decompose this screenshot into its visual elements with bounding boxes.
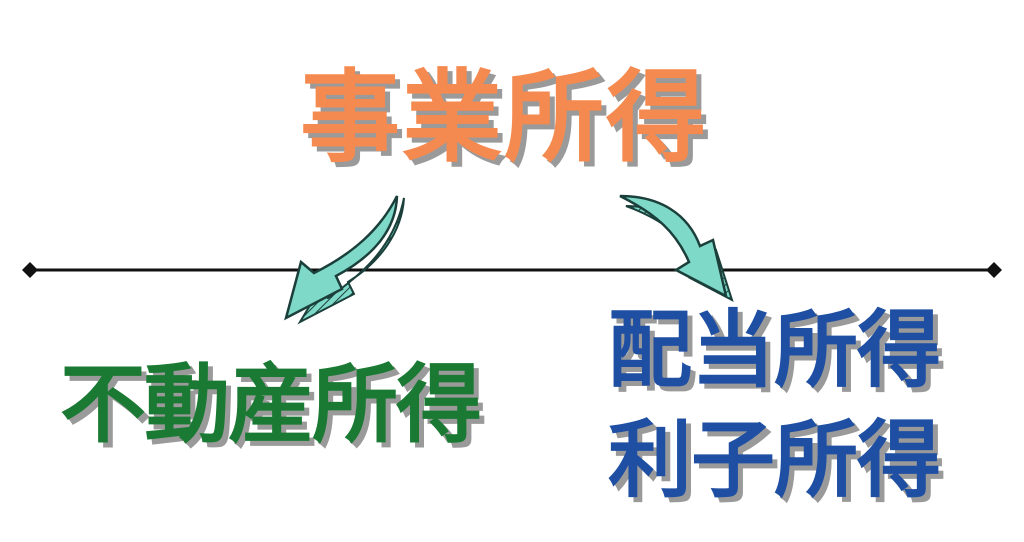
left-curved-arrow <box>284 195 405 325</box>
real-estate-income-label: 不動産所得 <box>60 355 482 455</box>
divider-left-end <box>22 262 38 278</box>
dividend-income-label: 配当所得 <box>608 301 941 399</box>
divider-right-end <box>986 262 1002 278</box>
interest-income-label: 利子所得 <box>608 411 941 509</box>
right-curved-arrow <box>619 194 734 303</box>
business-income-title: 事業所得 <box>300 59 708 176</box>
